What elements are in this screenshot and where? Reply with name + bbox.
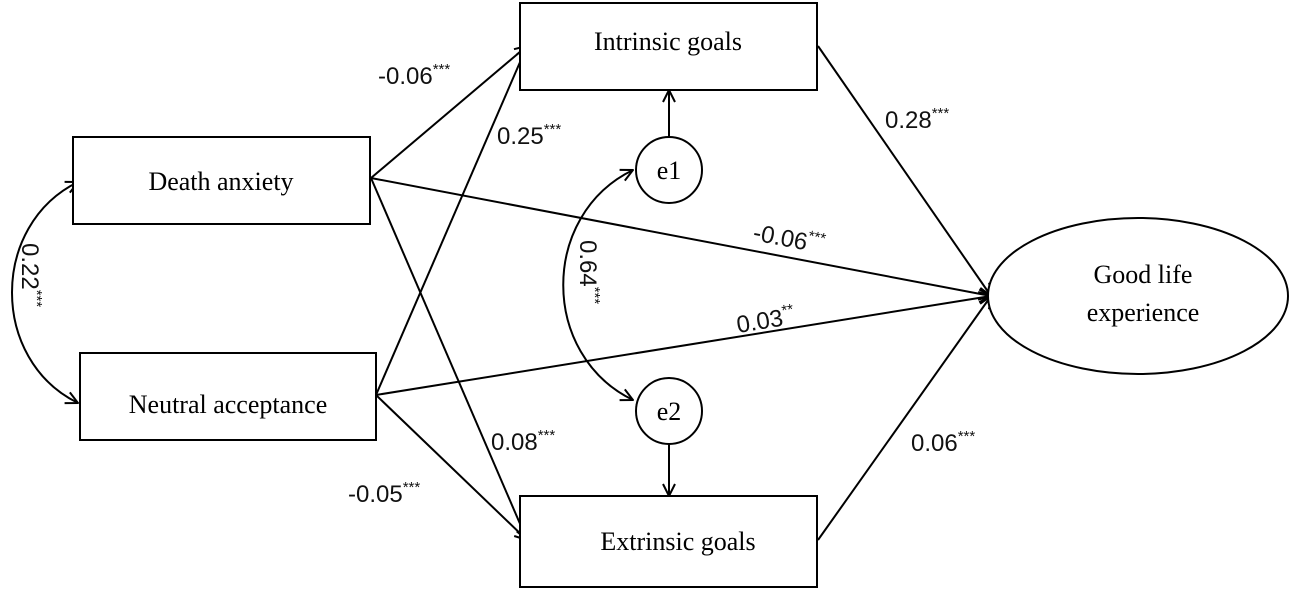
cov-e1-e2 — [562, 170, 633, 400]
node-e1: e1 — [635, 136, 703, 204]
node-label: e1 — [657, 156, 682, 185]
edge-labels: -0.06*** 0.25*** 0.28*** -0.06*** 0.03**… — [16, 61, 975, 508]
label-death-intrinsic: -0.06*** — [378, 61, 450, 90]
node-label: Intrinsic goals — [594, 27, 742, 56]
edge-extrinsic-good — [817, 296, 991, 541]
node-label: Good life — [1094, 260, 1193, 289]
label-neutral-intrinsic: 0.25*** — [497, 121, 561, 150]
edge-death-good — [370, 177, 991, 296]
edge-neutral-good — [375, 296, 991, 396]
edge-neutral-extrinsic — [375, 394, 527, 540]
node-neutral-acceptance: Neutral acceptance — [79, 352, 377, 441]
cov-death-neutral — [11, 182, 78, 403]
node-intrinsic-goals: Intrinsic goals — [519, 2, 818, 91]
node-label: Extrinsic goals — [600, 527, 755, 556]
edges — [11, 45, 991, 541]
node-label: Death anxiety — [148, 167, 293, 196]
node-e2: e2 — [635, 377, 703, 445]
edge-intrinsic-good — [817, 45, 991, 296]
label-neutral-good: 0.03** — [734, 301, 796, 339]
node-label: Neutral acceptance — [129, 390, 327, 419]
edge-death-extrinsic — [370, 177, 527, 540]
label-intrinsic-good: 0.28*** — [885, 105, 949, 134]
label-extrinsic-good: 0.06*** — [911, 428, 975, 457]
label-neutral-extrinsic: -0.05*** — [348, 479, 420, 508]
node-label: experience — [1087, 298, 1200, 327]
node-extrinsic-goals: Extrinsic goals — [519, 495, 818, 588]
node-death-anxiety: Death anxiety — [72, 136, 371, 225]
edge-neutral-intrinsic — [375, 46, 527, 396]
label-cov-e1-e2: 0.64*** — [574, 240, 603, 304]
label-death-extrinsic: 0.08*** — [491, 427, 555, 456]
node-label: e2 — [657, 397, 682, 426]
node-good-life-experience: Good life experience — [987, 217, 1289, 375]
label-cov-death-neutral: 0.22*** — [16, 243, 45, 307]
edge-death-intrinsic — [370, 46, 527, 179]
